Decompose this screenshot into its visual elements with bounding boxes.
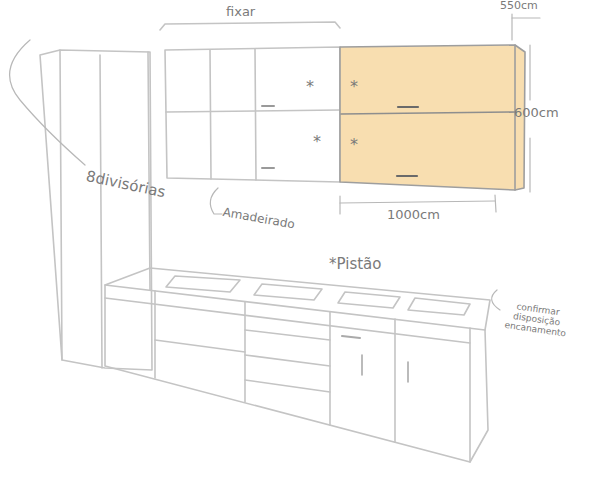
note-label: 8divisórias [85,168,167,201]
note-label: fixar [226,5,255,19]
dimension-lines [340,14,540,214]
upper-cabinets [160,22,340,182]
dimension-label: 1000cm [387,208,440,222]
piston-mark: * [313,133,321,151]
piston-mark: * [306,78,314,96]
leader-lines [10,40,500,310]
dimension-label: 600cm [514,106,559,120]
highlighted-cabinet [340,45,525,190]
legend-note: *Pistão [329,256,381,273]
material-label: Amadeirado [222,206,296,232]
dimension-label: 550cm [500,0,538,12]
piston-mark: * [350,78,358,96]
note-label: confirmar disposição encanamento [496,300,577,340]
piston-mark: * [350,136,358,154]
lower-cabinets [105,268,490,462]
tall-cabinet [40,50,152,370]
